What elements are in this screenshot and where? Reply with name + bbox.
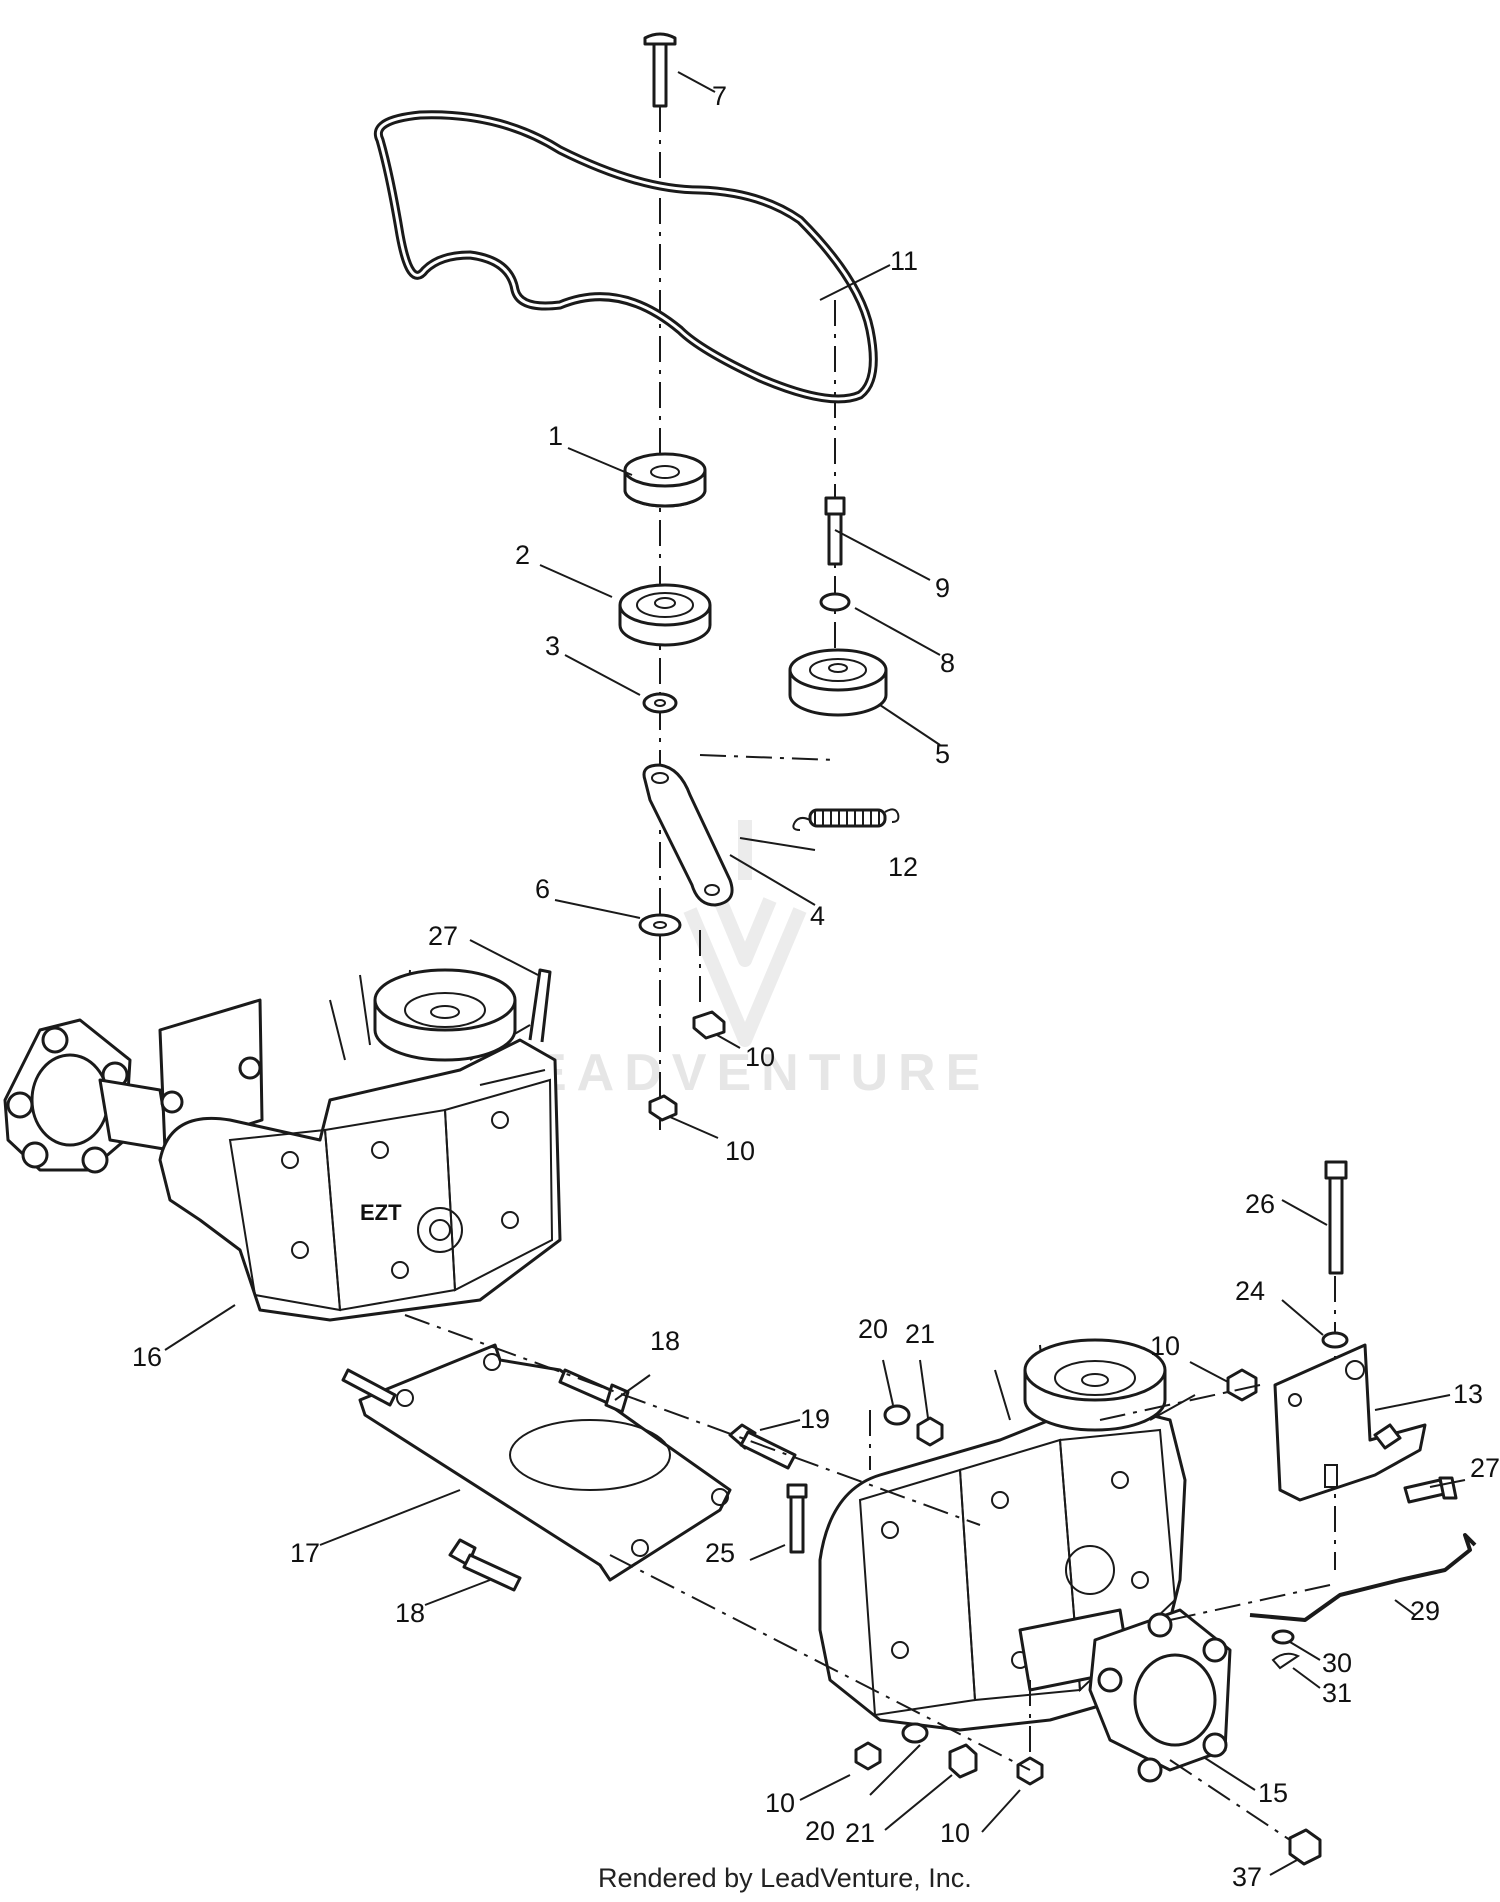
callout-10-lower: 10	[725, 1136, 755, 1166]
callout-13: 13	[1453, 1379, 1483, 1409]
callout-24: 24	[1235, 1276, 1265, 1306]
mount-plate-17	[358, 1343, 732, 1582]
callout-20-lower: 20	[805, 1816, 835, 1846]
cotter-pin-32	[1271, 1652, 1301, 1670]
washer-8	[819, 592, 851, 612]
washer-20-upper	[883, 1404, 911, 1426]
bolt-18-lower	[448, 1538, 522, 1592]
callout-18-upper: 18	[650, 1326, 680, 1356]
callout-26: 26	[1245, 1189, 1275, 1219]
callout-18-lower: 18	[395, 1598, 425, 1628]
bolt-27	[1403, 1476, 1458, 1504]
bolt-9	[824, 496, 846, 566]
nut-10-upper	[692, 1010, 726, 1040]
callout-4: 4	[810, 901, 825, 931]
bolt-25	[786, 1483, 808, 1554]
callout-5: 5	[935, 739, 950, 769]
leader-lines	[164, 71, 1466, 1876]
callout-37: 37	[1232, 1862, 1262, 1892]
callout-10-bracket: 10	[1150, 1331, 1180, 1361]
callout-16: 16	[132, 1342, 162, 1372]
callout-25: 25	[705, 1538, 735, 1568]
callout-17: 17	[290, 1538, 320, 1568]
idler-arm-4	[642, 763, 734, 907]
render-credit: Rendered by LeadVenture, Inc.	[598, 1863, 972, 1893]
wheel-hub-15	[1088, 1608, 1232, 1783]
nut-10-bracket	[1226, 1368, 1258, 1402]
control-rod-29	[1249, 1533, 1477, 1622]
spring-12	[792, 808, 900, 831]
callout-6: 6	[535, 874, 550, 904]
nut-37	[1288, 1828, 1322, 1866]
callout-31: 30	[1322, 1648, 1352, 1678]
callout-labels: 7 11 1 2 3 9 8 5 12 4 6 10 10 27 16 17 1…	[132, 81, 1500, 1892]
watermark-text: EADVENTURE	[532, 1044, 990, 1102]
idler-pulley-5	[788, 648, 888, 717]
nut-10-lower	[648, 1094, 678, 1122]
callout-27: 27	[1470, 1453, 1500, 1483]
nut-21-upper	[916, 1416, 944, 1447]
callout-30: 27	[428, 921, 458, 951]
nut-21-lower	[948, 1743, 978, 1779]
bolt-19	[728, 1423, 797, 1470]
callout-3: 3	[545, 631, 560, 661]
callout-2: 2	[515, 540, 530, 570]
callout-32: 31	[1322, 1678, 1352, 1708]
bolt-26	[1324, 1160, 1348, 1275]
callout-21-upper: 21	[905, 1319, 935, 1349]
pulley-2	[618, 583, 712, 647]
callout-7: 7	[712, 81, 727, 111]
callout-10-lower-left: 10	[765, 1788, 795, 1818]
callout-12: 12	[888, 852, 918, 882]
drive-belt	[374, 110, 878, 404]
nut-10-lower-right	[1016, 1756, 1044, 1786]
callout-21-lower: 21	[845, 1818, 875, 1848]
washer-20-lower	[901, 1722, 929, 1744]
washer-6	[638, 913, 682, 937]
nut-10-lower-left	[854, 1741, 882, 1771]
callout-15: 15	[1258, 1778, 1288, 1808]
bracket-13	[1273, 1343, 1427, 1502]
callout-9: 9	[935, 573, 950, 603]
callout-20-upper: 20	[858, 1314, 888, 1344]
callout-11: 11	[890, 246, 918, 276]
washer-3	[642, 692, 678, 714]
bolt-7	[643, 32, 677, 108]
callout-8: 8	[940, 648, 955, 678]
callout-19: 19	[800, 1404, 830, 1434]
transaxle-16-left: EZT	[3, 968, 562, 1322]
watermark-logo: EADVENTURE	[532, 820, 990, 1102]
callout-1: 1	[548, 421, 563, 451]
washer-31	[1271, 1629, 1295, 1645]
housing-mark-ezt: EZT	[360, 1200, 402, 1225]
pulley-1	[623, 452, 707, 508]
callout-29: 29	[1410, 1596, 1440, 1626]
washer-24	[1321, 1331, 1349, 1349]
callout-10-lower-right: 10	[940, 1818, 970, 1848]
callout-10-upper: 10	[745, 1042, 775, 1072]
